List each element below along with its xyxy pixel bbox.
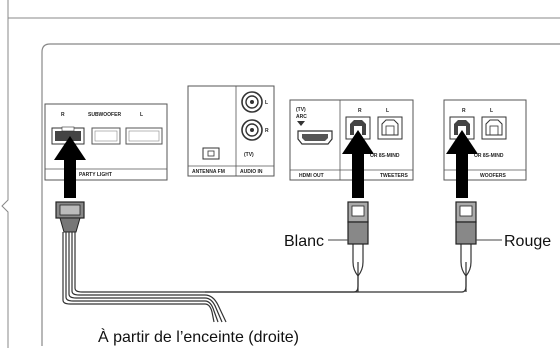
callout-source: À partir de l’enceinte (droite) xyxy=(98,327,299,346)
antenna-audio-block: ANTENNA FM L R (TV) AUDIO IN xyxy=(187,85,275,177)
callout-blanc: Blanc xyxy=(284,233,324,250)
label-tweeters: TWEETERS xyxy=(380,173,408,179)
label-l-1: L xyxy=(140,112,143,118)
red-cable xyxy=(460,244,472,292)
r-port-slot xyxy=(61,126,75,132)
hint-tweeters: OR 8S-MIND xyxy=(370,153,400,159)
party-light-block: R SUBWOOFER L PARTY LIGHT xyxy=(44,103,168,181)
arrow-tweeter xyxy=(342,130,374,198)
antenna-fm-jack[interactable] xyxy=(202,147,220,160)
hint-woofers: OR 8S-MIND xyxy=(474,153,504,159)
label-tv-arc: (TV) xyxy=(296,107,306,113)
cable-bundle xyxy=(62,232,467,323)
label-subwoofer: SUBWOOFER xyxy=(88,112,121,118)
rear-panel xyxy=(41,43,560,346)
r-port-socket xyxy=(55,131,81,141)
subwoofer-port[interactable] xyxy=(91,127,121,145)
label-r-woofer: R xyxy=(462,108,466,114)
label-r-tweeter: R xyxy=(358,108,362,114)
label-r-audio: R xyxy=(265,128,269,134)
label-l-woofer: L xyxy=(490,108,493,114)
label-woofers: WOOFERS xyxy=(480,173,506,179)
white-cable xyxy=(352,244,364,292)
callout-rouge: Rouge xyxy=(504,233,551,250)
label-tv-audio: (TV) xyxy=(244,152,254,158)
label-party-light: PARTY LIGHT xyxy=(79,172,112,178)
unit-outline xyxy=(1,0,9,348)
label-audio-in: AUDIO IN xyxy=(240,169,263,175)
l-port[interactable] xyxy=(125,127,163,145)
label-r-1: R xyxy=(61,112,65,118)
plug-red xyxy=(455,201,477,245)
plug-white xyxy=(347,201,369,245)
label-hdmi-out: HDMI OUT xyxy=(299,173,324,179)
label-arc: ARC xyxy=(296,114,307,120)
label-l-audio: L xyxy=(265,100,268,106)
arrow-party-light xyxy=(54,136,86,198)
label-antenna-fm: ANTENNA FM xyxy=(192,169,225,175)
label-l-tweeter: L xyxy=(386,108,389,114)
multipin-plug xyxy=(55,201,85,233)
arrow-woofer xyxy=(446,130,478,198)
